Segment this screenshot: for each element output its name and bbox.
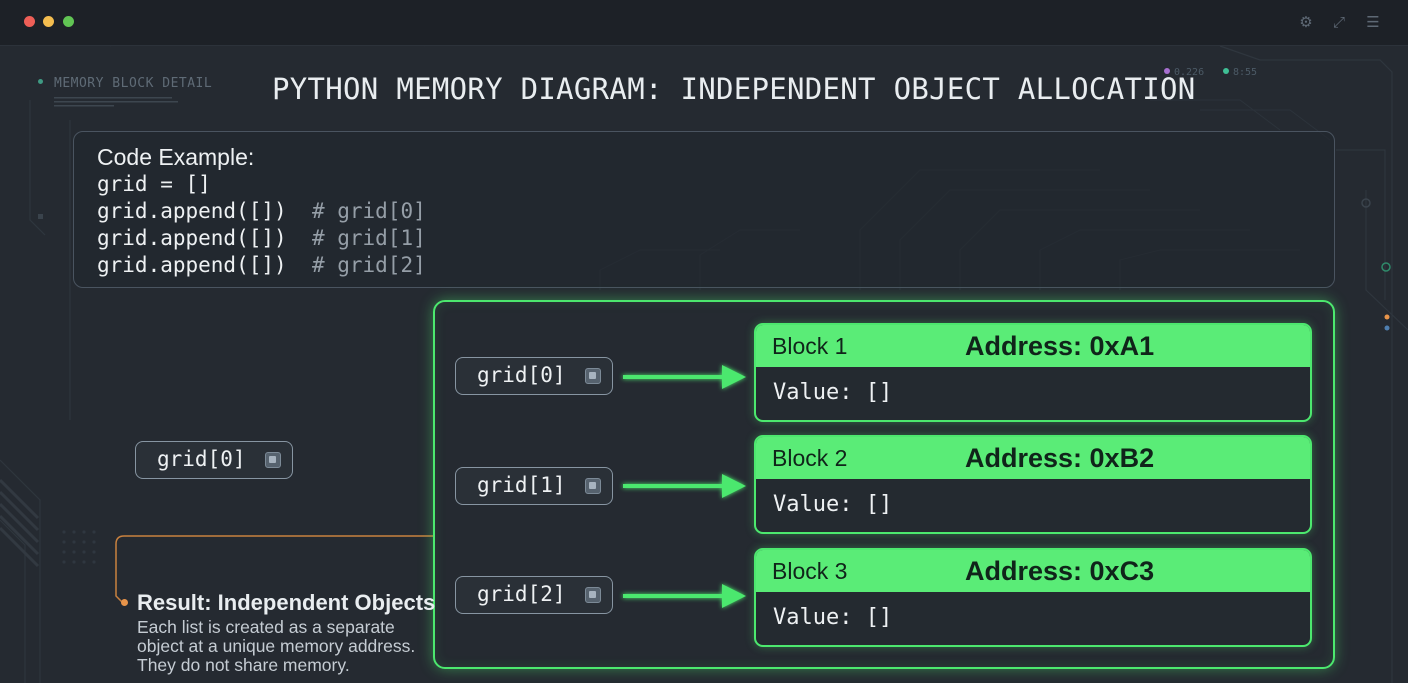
memory-block-1: Block 1 Address: 0xA1 Value: []: [754, 323, 1312, 422]
sidebar-label: MEMORY BLOCK DETAIL: [54, 76, 213, 91]
stat-value: 8:55: [1233, 67, 1258, 78]
block-address: Address: 0xC3: [965, 556, 1155, 586]
block-name: Block 1: [772, 333, 848, 359]
detached-reference-pill: grid[0]: [135, 441, 293, 479]
chip-icon: [585, 368, 601, 384]
reference-label: grid[0]: [157, 447, 246, 471]
window-title-bar: ⚙ ⤢ ☰: [0, 0, 1408, 46]
stat-readout-2: 8:55: [1223, 67, 1257, 78]
block-header: Block 2 Address: 0xB2: [756, 437, 1310, 479]
code-heading: Code Example:: [97, 144, 255, 170]
code-line: grid.append([]) # grid[0]: [97, 199, 426, 223]
expand-icon[interactable]: ⤢: [1332, 13, 1345, 31]
block-value: Value: []: [773, 492, 893, 517]
reference-pill-1: grid[1]: [455, 467, 613, 505]
menu-icon[interactable]: ☰: [1366, 13, 1380, 31]
window-minimize-button[interactable]: [43, 16, 54, 27]
chip-icon: [585, 587, 601, 603]
code-line: grid.append([]) # grid[1]: [97, 226, 426, 250]
window-maximize-button[interactable]: [63, 16, 74, 27]
reference-label: grid[1]: [477, 473, 566, 497]
block-address: Address: 0xA1: [965, 331, 1155, 361]
block-value: Value: []: [773, 380, 893, 405]
reference-label: grid[0]: [477, 363, 566, 387]
code-line: grid = []: [97, 172, 211, 196]
page-title: PYTHON MEMORY DIAGRAM: INDEPENDENT OBJEC…: [272, 72, 1196, 106]
block-value: Value: []: [773, 605, 893, 630]
chip-icon: [585, 478, 601, 494]
result-description: Each list is created as a separate objec…: [137, 617, 416, 675]
block-header: Block 1 Address: 0xA1: [756, 325, 1310, 367]
settings-icon[interactable]: ⚙: [1299, 13, 1313, 31]
code-text: grid.append([]): [97, 226, 312, 250]
reference-pill-0: grid[0]: [455, 357, 613, 395]
stat-dot-teal: [1223, 68, 1229, 74]
code-text: grid = []: [97, 172, 211, 196]
stat-readout-1: 0.226: [1164, 67, 1204, 78]
code-example-panel: Code Example: grid = [] grid.append([]) …: [73, 131, 1335, 288]
code-text: grid.append([]): [97, 199, 312, 223]
memory-block-3: Block 3 Address: 0xC3 Value: []: [754, 548, 1312, 647]
code-comment: # grid[1]: [311, 226, 426, 250]
code-line: grid.append([]) # grid[2]: [97, 253, 426, 277]
code-text: grid.append([]): [97, 253, 312, 277]
window-close-button[interactable]: [24, 16, 35, 27]
stat-dot-purple: [1164, 68, 1170, 74]
stat-value: 0.226: [1174, 67, 1205, 78]
code-comment: # grid[2]: [311, 253, 426, 277]
block-name: Block 2: [772, 445, 848, 471]
code-comment: # grid[0]: [311, 199, 426, 223]
reference-label: grid[2]: [477, 582, 566, 606]
result-title: Result: Independent Objects: [137, 590, 436, 615]
micro-text-lines: [54, 97, 178, 107]
block-address: Address: 0xB2: [965, 443, 1155, 473]
block-name: Block 3: [772, 558, 848, 584]
sidebar-label-dot: [38, 79, 43, 84]
decorative-micro-text: [54, 96, 184, 111]
chip-icon: [265, 452, 281, 468]
memory-block-2: Block 2 Address: 0xB2 Value: []: [754, 435, 1312, 534]
memory-diagram-frame: [433, 300, 1335, 669]
reference-pill-2: grid[2]: [455, 576, 613, 614]
block-header: Block 3 Address: 0xC3: [756, 550, 1310, 592]
result-marker-dot: [121, 599, 128, 606]
